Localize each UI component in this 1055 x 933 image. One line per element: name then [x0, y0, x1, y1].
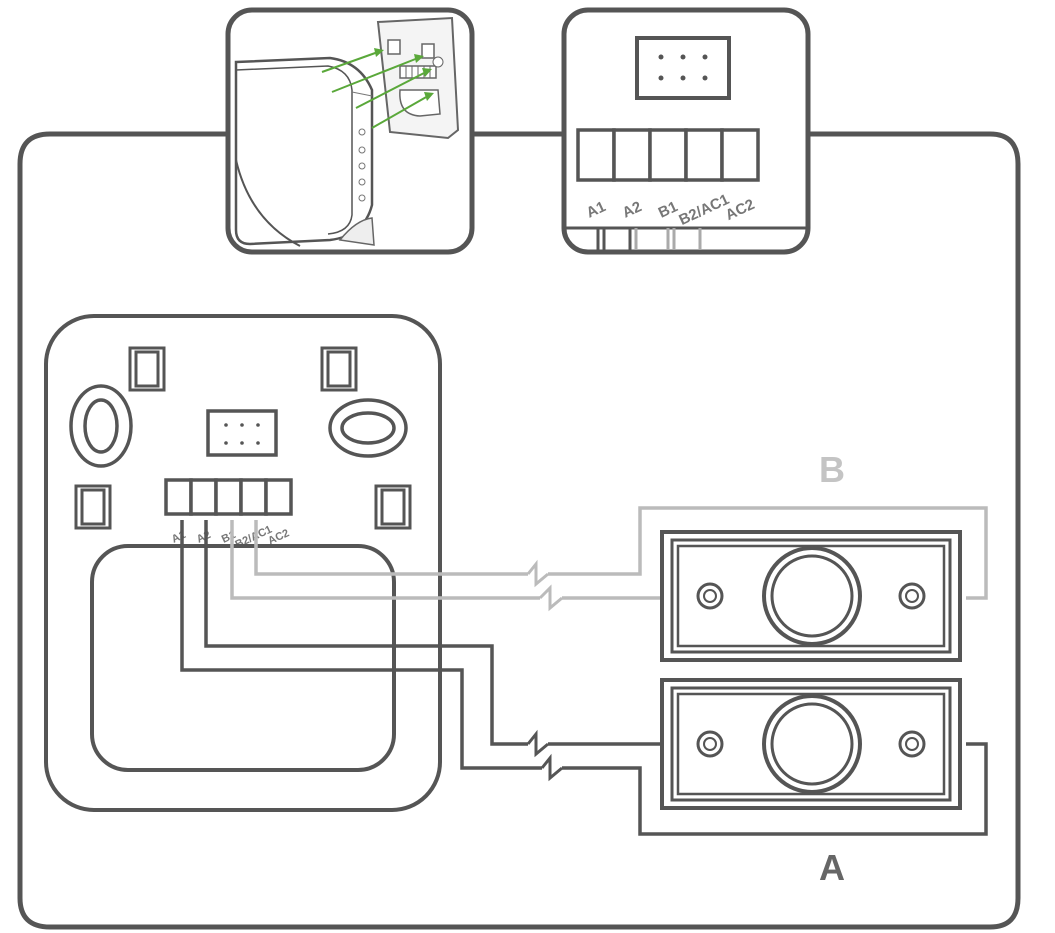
enclosure-outline [17, 131, 1021, 930]
terminal-slot [189, 478, 218, 516]
mounting-arrows [321, 48, 434, 129]
terminal-slot [648, 128, 688, 182]
terminal-label: A1 [584, 198, 609, 222]
terminal-slot [720, 128, 760, 182]
terminal-slot [239, 478, 268, 516]
thermostat-illustration-icon [234, 16, 460, 247]
circuit-a-wires [180, 520, 988, 836]
terminal-block-zoom [576, 128, 760, 182]
terminal-label: A2 [195, 529, 213, 546]
mounting-clips [74, 346, 412, 530]
terminal-label: B1 [656, 198, 681, 222]
terminal-pins-zoom [566, 226, 806, 250]
wire-cavity [90, 544, 396, 772]
screw-slots [69, 384, 408, 468]
terminal-slot [264, 478, 293, 516]
connector-header-zoom [635, 36, 731, 100]
terminal-slot [684, 128, 724, 182]
terminal-slot [576, 128, 616, 182]
terminal-block [164, 478, 293, 516]
circuit-b-wires [230, 506, 988, 612]
device-a [660, 678, 962, 810]
thermostat-inset [225, 7, 475, 255]
circuit-b-label: B [819, 449, 845, 490]
terminal-slot [164, 478, 193, 516]
connector-header [206, 409, 278, 457]
terminal-slot [214, 478, 243, 516]
device-b [660, 530, 962, 662]
terminal-label: A2 [620, 198, 645, 222]
circuit-a-label: A [819, 847, 845, 888]
terminal-slot [612, 128, 652, 182]
